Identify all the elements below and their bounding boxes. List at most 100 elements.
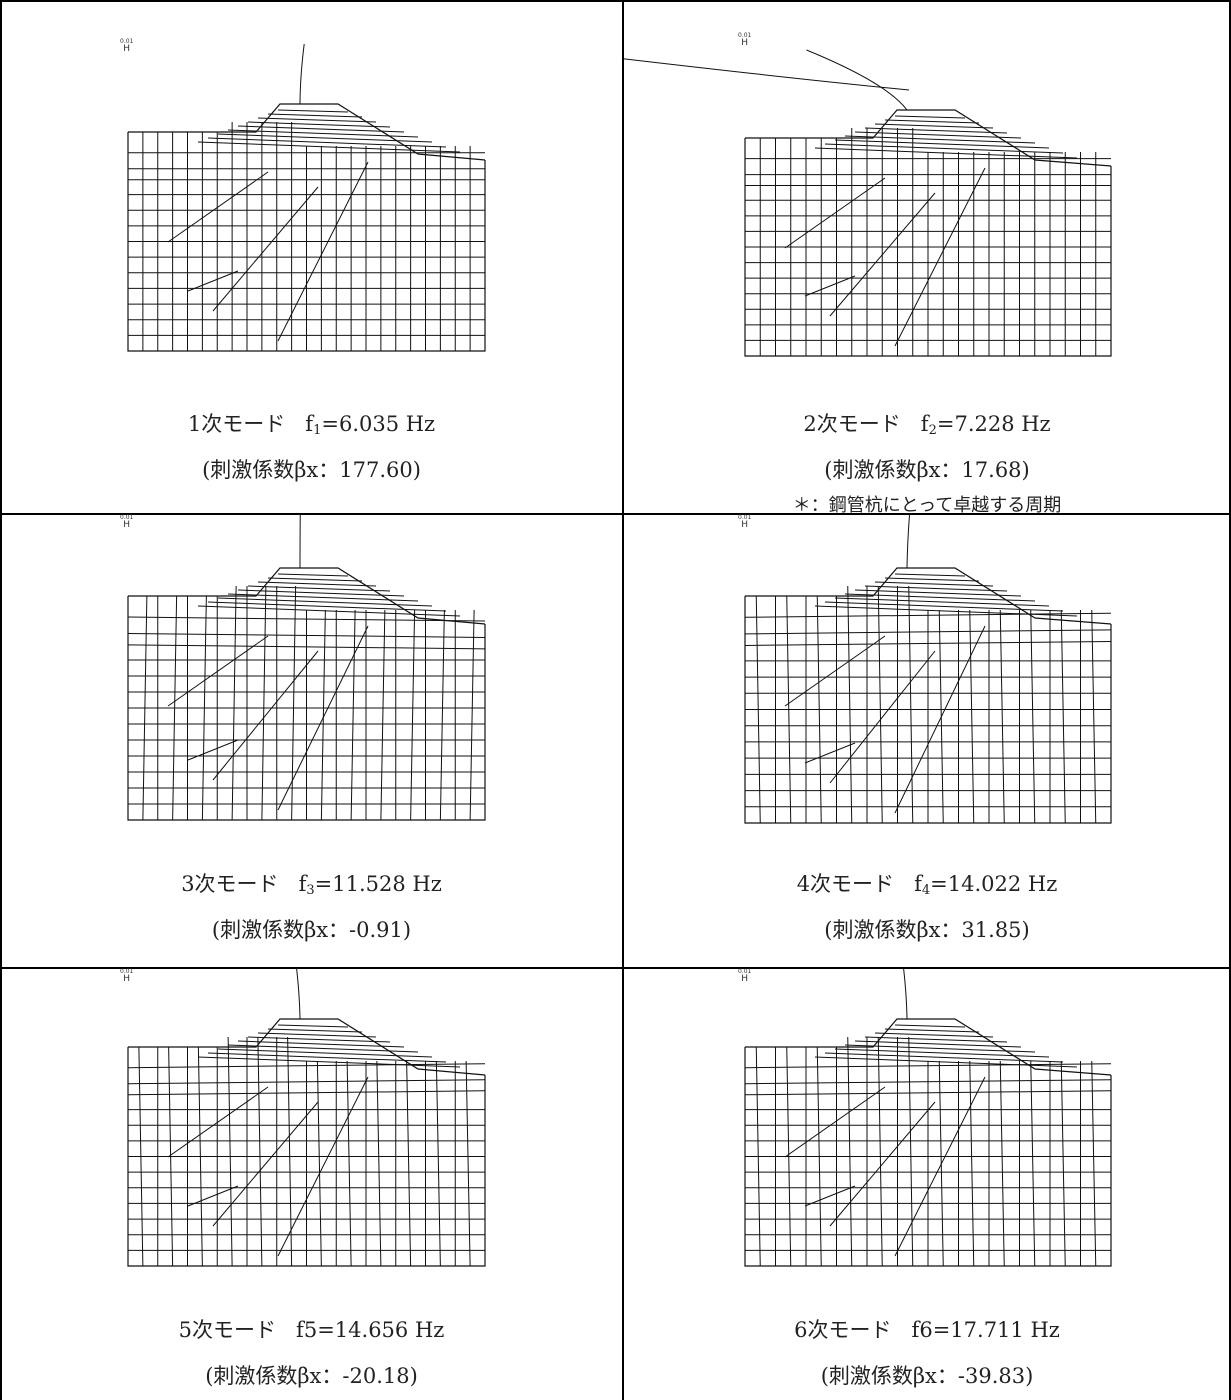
frequency-subscript: 4	[921, 883, 931, 898]
mesh-column-line	[320, 609, 326, 821]
mesh-column-line	[786, 595, 792, 824]
mesh-fan-line	[277, 1024, 349, 1028]
mesh-fan-line	[814, 1056, 1078, 1068]
mesh-fan-line	[227, 129, 419, 138]
scale-marker: 0.01 H	[120, 969, 133, 984]
mesh-weak-layer	[167, 171, 269, 243]
mesh-column-line	[969, 609, 975, 824]
mode-title: 1次モード f1=6.035 Hz	[187, 412, 436, 438]
mesh-fan-line	[217, 1048, 433, 1058]
ground-surface	[745, 1018, 1112, 1076]
ground-surface	[128, 567, 486, 625]
mesh-column-line	[969, 1060, 975, 1267]
frequency-subscript: 3	[306, 883, 315, 898]
table-border-top	[0, 0, 1231, 2]
mesh-column-line	[346, 1060, 352, 1267]
mesh-weak-layer	[784, 1086, 886, 1158]
mode-label: 2次モード	[803, 412, 901, 436]
mesh-column-line	[172, 595, 178, 821]
mesh-column-line	[435, 1060, 441, 1267]
mesh-column-line	[877, 1036, 883, 1267]
mesh-fan-line	[197, 605, 461, 617]
mesh-fan-line	[844, 593, 1036, 602]
mesh-weak-layer	[804, 742, 856, 764]
mesh-fan-line	[227, 593, 419, 602]
mesh-column-line	[406, 1060, 412, 1267]
mesh-fan-line	[894, 573, 966, 577]
mesh-column-line	[376, 1060, 382, 1267]
table-border-left	[0, 0, 2, 1400]
fem-mesh-mode-2	[623, 49, 1112, 357]
mesh-fan-line	[844, 135, 1036, 144]
mesh-fan-line	[874, 581, 994, 587]
mesh-column-line	[227, 1036, 233, 1267]
mesh-fan-line	[217, 133, 433, 143]
ground-surface	[128, 103, 486, 161]
table-border-right	[1229, 0, 1231, 1400]
mode-cell-6: 0.01 H 6次モード f6=17.711 Hz (刺激係数βx：-39.83…	[623, 968, 1231, 1400]
mesh-fan-line	[834, 139, 1050, 149]
participation-factor: (刺激係数βx：177.60)	[202, 458, 421, 482]
mesh-column-line	[999, 609, 1005, 824]
scale-value: 0.01	[738, 968, 752, 975]
mode-title: 6次モード f6=17.711 Hz	[794, 1318, 1060, 1342]
mesh-column-line	[142, 595, 148, 821]
mode-title: 4次モード f4=14.022 Hz	[796, 872, 1058, 898]
frequency-symbol: f	[298, 872, 307, 896]
mesh-column-line	[316, 1060, 322, 1267]
mesh-fan-line	[864, 127, 1008, 134]
mesh-weak-layer	[187, 739, 239, 761]
mesh-weak-layer	[894, 1076, 986, 1257]
frequency-value: 17.711 Hz	[950, 1318, 1060, 1342]
pile-deformation-curve	[623, 58, 910, 91]
mode-label: 4次モード	[796, 872, 895, 896]
mesh-weak-layer	[212, 650, 319, 781]
steel-pile-shape	[296, 968, 301, 1020]
table-divider-vertical	[622, 0, 624, 1400]
frequency-subscript: 1	[313, 423, 322, 438]
mesh-fan-line	[824, 601, 1064, 612]
mesh-fan-line	[267, 1028, 363, 1033]
mesh-fan-line	[894, 115, 966, 119]
mesh-fan-line	[267, 577, 363, 582]
mesh-weak-layer	[277, 625, 369, 811]
mesh-column-line	[138, 1046, 144, 1267]
mode-cell-5: 0.01 H 5次モード f5=14.656 Hz (刺激係数βx：-20.18…	[0, 968, 623, 1400]
participation-factor: (刺激係数βx：-0.91)	[211, 918, 412, 942]
participation-factor: (刺激係数βx：-20.18)	[205, 1364, 418, 1388]
mode-cell-3: 0.01 H 3次モード f3=11.528 Hz (刺激係数βx：-0.91)	[0, 514, 623, 968]
mesh-column-line	[1060, 609, 1066, 824]
mesh-fan-line	[844, 1044, 1036, 1053]
mode-cell-2: 0.01 H 2次モード f2=7.228 Hz (刺激係数βx：17.68) …	[623, 0, 1231, 516]
mesh-fan-line	[227, 1044, 419, 1053]
mesh-fan-line	[814, 147, 1078, 159]
mesh-column-line	[465, 1060, 471, 1267]
mesh-weak-layer	[187, 270, 239, 292]
mesh-column-line	[1030, 609, 1036, 824]
mesh-fan-line	[257, 581, 377, 587]
mesh-fan-line	[237, 1040, 405, 1048]
ground-surface	[128, 1018, 486, 1076]
participation-factor: (刺激係数βx：17.68)	[824, 458, 1030, 482]
dominant-period-note: ＊：鋼管杭にとって卓越する周期	[792, 495, 1062, 516]
mesh-weak-layer	[187, 1185, 239, 1207]
fem-mesh-mode-1	[127, 43, 486, 352]
mesh-weak-layer	[829, 650, 936, 784]
scale-value: 0.01	[120, 968, 134, 975]
fem-mesh-mode-6	[744, 968, 1112, 1267]
mesh-column-line	[291, 585, 297, 821]
frequency-symbol: f	[920, 412, 929, 436]
scale-marker: 0.01 H	[738, 515, 751, 530]
fem-mesh-mode-4	[744, 514, 1112, 824]
frequency-value: 7.228 Hz	[954, 412, 1051, 436]
mesh-column-line	[908, 585, 914, 824]
fem-mesh-mode-3	[127, 514, 486, 821]
mesh-column-line	[755, 595, 761, 824]
mesh-fan-line	[237, 125, 405, 133]
mesh-column-line	[261, 585, 267, 821]
mesh-fan-line	[854, 589, 1022, 597]
mesh-weak-layer	[277, 1076, 369, 1257]
steel-pile-shape	[299, 43, 305, 105]
frequency-symbol: f	[914, 872, 922, 896]
mesh-weak-layer	[167, 1086, 269, 1158]
